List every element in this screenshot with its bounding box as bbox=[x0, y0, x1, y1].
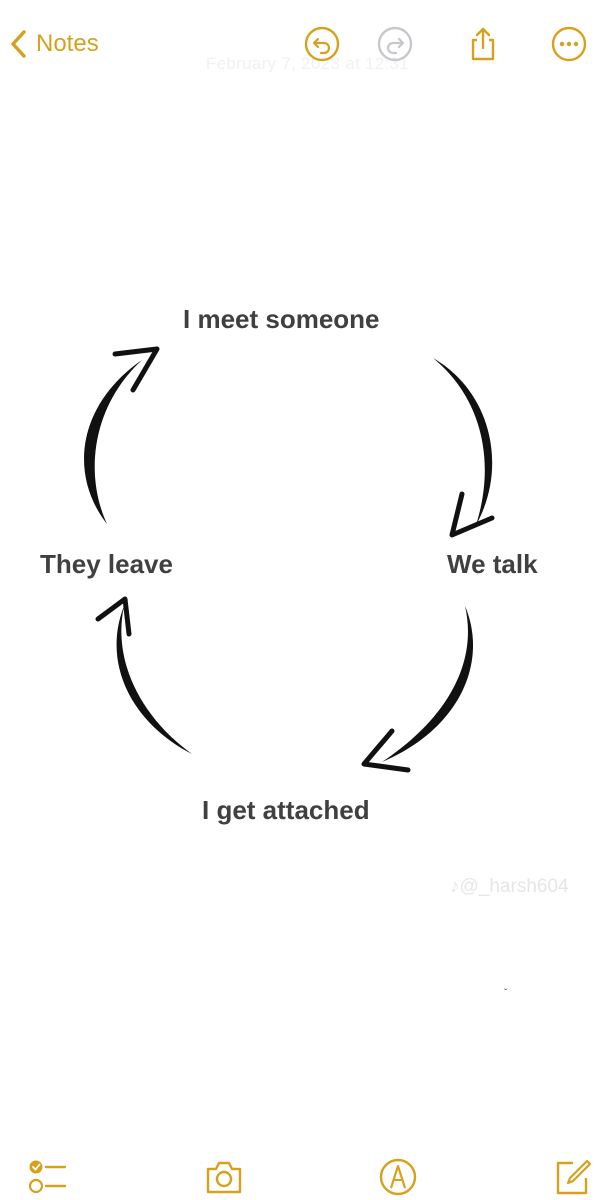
back-label: Notes bbox=[36, 30, 99, 57]
more-icon[interactable] bbox=[551, 26, 587, 62]
cycle-step-attached: I get attached bbox=[202, 795, 370, 825]
watermark-text: @_harsh604 bbox=[459, 876, 569, 897]
chevron-left-icon bbox=[10, 29, 28, 59]
markup-icon[interactable] bbox=[378, 1158, 418, 1196]
arrow-meet-to-talk bbox=[433, 358, 495, 538]
cycle-step-leave: They leave bbox=[40, 549, 173, 579]
tiktok-icon: ♪ bbox=[450, 876, 460, 897]
arrow-attached-to-leave bbox=[95, 596, 192, 754]
compose-icon[interactable] bbox=[553, 1158, 593, 1196]
stray-mark: ˇ bbox=[504, 988, 508, 999]
cycle-step-talk: We talk bbox=[447, 549, 538, 579]
cycle-step-meet: I meet someone bbox=[183, 304, 380, 334]
undo-icon[interactable] bbox=[304, 26, 340, 62]
share-icon[interactable] bbox=[465, 26, 501, 62]
checklist-icon[interactable] bbox=[27, 1158, 67, 1196]
watermark: ♪@_harsh604 bbox=[450, 876, 569, 898]
back-button[interactable]: Notes bbox=[10, 26, 99, 62]
camera-icon[interactable] bbox=[204, 1158, 244, 1196]
redo-icon[interactable] bbox=[377, 26, 413, 62]
arrow-talk-to-attached bbox=[361, 606, 474, 773]
note-date: February 7, 2023 at 12:31 bbox=[205, 54, 410, 73]
arrow-leave-to-meet bbox=[84, 346, 160, 524]
bottom-toolbar bbox=[0, 1140, 615, 1200]
navigation-bar: Notes February 7, 2023 at 12:31 bbox=[0, 0, 615, 90]
